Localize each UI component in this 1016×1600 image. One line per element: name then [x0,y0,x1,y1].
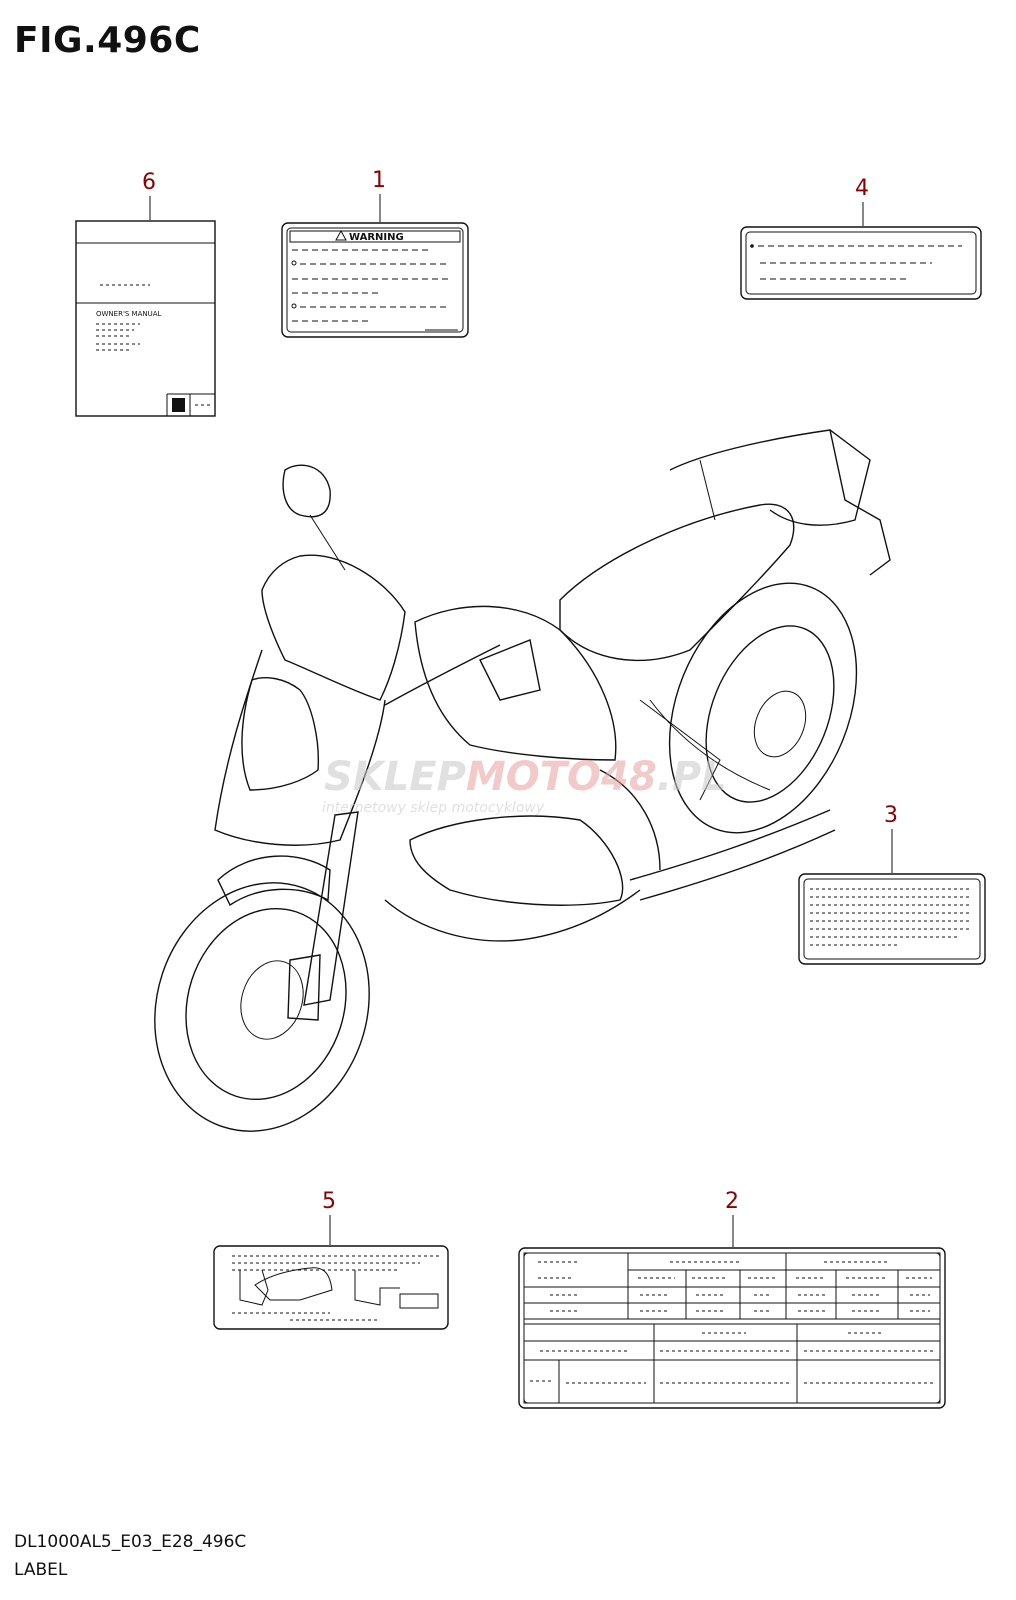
watermark-brand-b: MOTO [466,754,601,800]
part-5-routing-label[interactable]: 5 [213,1189,449,1330]
callout-2: 2 [725,1189,739,1214]
watermark: SKLEPMOTO48.PL internetowy sklep motocyk… [322,754,727,816]
watermark-tagline: internetowy sklep motocyklowy [322,800,545,816]
manual-title-text: OWNER'S MANUAL [96,310,162,318]
svg-text:SKLEPMOTO48.PL: SKLEPMOTO48.PL [324,754,727,800]
figure-title: FIG.496C [14,20,201,61]
callout-3: 3 [884,803,898,828]
part-4-label[interactable]: 4 [740,176,982,300]
figure-label: LABEL [14,1560,68,1580]
watermark-brand-a: SKLEP [324,754,466,800]
suzuki-logo-icon [172,398,185,412]
figure-code: DL1000AL5_E03_E28_496C [14,1532,247,1552]
watermark-brand-d: .PL [657,754,727,800]
callout-6: 6 [142,170,156,195]
part-6-owners-manual[interactable]: 6 OWNER'S MANUAL [75,170,216,417]
warning-triangle-icon [335,229,347,241]
callout-1: 1 [372,168,386,193]
part-3-label[interactable]: 3 [798,803,986,965]
callout-5: 5 [322,1189,336,1214]
part-2-table-label[interactable]: 2 [518,1189,946,1409]
warning-heading: WARNING [349,232,404,243]
motorcycle-illustration [154,429,891,1132]
callout-4: 4 [855,176,869,201]
part-1-warning-label[interactable]: 1 WARNING [281,168,469,338]
watermark-brand-c: 48 [600,754,657,800]
